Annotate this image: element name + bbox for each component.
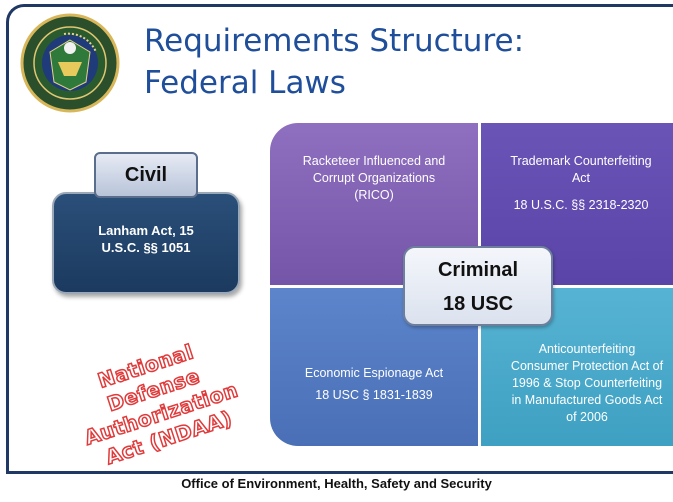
civil-box: Lanham Act, 15 U.S.C. §§ 1051 xyxy=(52,192,240,294)
slide-title: Requirements Structure: Federal Laws xyxy=(144,20,524,104)
anticounterfeiting-line-5: of 2006 xyxy=(566,410,608,424)
civil-label: Civil xyxy=(94,152,198,198)
rico-line-1: Racketeer Influenced and xyxy=(302,154,446,168)
rico-line-2: Corrupt Organizations xyxy=(312,171,436,185)
trademark-line-2: Act xyxy=(571,171,591,185)
slide-frame xyxy=(6,4,673,474)
civil-text: Lanham Act, 15 U.S.C. §§ 1051 xyxy=(54,222,238,256)
espionage-citation: 18 USC § 1831-1839 xyxy=(315,388,433,402)
quadrant-trademark-text: Trademark Counterfeiting Act xyxy=(481,153,673,187)
quadrant-rico-text: Racketeer Influenced and Corrupt Organiz… xyxy=(278,153,470,204)
doe-seal-icon xyxy=(20,13,120,113)
slide-footer: Office of Environment, Health, Safety an… xyxy=(181,476,492,491)
title-line-1: Requirements Structure: xyxy=(144,23,525,59)
criminal-label: Criminal 18 USC xyxy=(403,246,553,326)
anticounterfeiting-line-2: Consumer Protection Act of xyxy=(510,359,664,373)
criminal-label-line-1: Criminal xyxy=(437,259,519,281)
espionage-line-1: Economic Espionage Act xyxy=(304,366,444,380)
quadrant-anticounterfeiting-text: Anticounterfeiting Consumer Protection A… xyxy=(481,341,673,426)
civil-line-1: Lanham Act, 15 xyxy=(98,223,194,238)
civil-line-2: U.S.C. §§ 1051 xyxy=(101,240,191,255)
anticounterfeiting-line-1: Anticounterfeiting xyxy=(538,342,636,356)
trademark-line-1: Trademark Counterfeiting xyxy=(510,154,652,168)
anticounterfeiting-line-4: in Manufactured Goods Act xyxy=(511,393,663,407)
trademark-citation: 18 U.S.C. §§ 2318-2320 xyxy=(513,198,649,212)
rico-line-3: (RICO) xyxy=(354,188,394,202)
title-line-2: Federal Laws xyxy=(144,65,346,101)
anticounterfeiting-line-3: 1996 & Stop Counterfeiting xyxy=(511,376,663,390)
criminal-label-line-2: 18 USC xyxy=(442,293,514,315)
